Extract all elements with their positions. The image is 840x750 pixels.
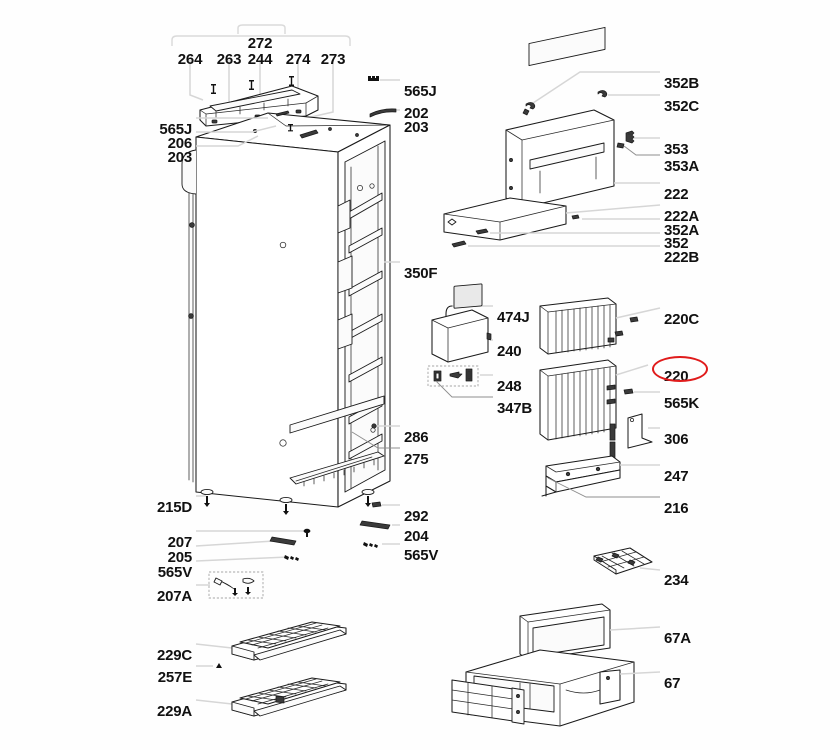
part-label-352A: 352A: [664, 222, 700, 239]
base-tray-222a: [443, 197, 661, 248]
base-grille: [289, 451, 385, 487]
control-box-assembly: [431, 283, 493, 363]
part-label-273: 273: [320, 51, 346, 68]
part-label-565V-mid: 565V: [404, 547, 439, 564]
part-label-222B: 222B: [664, 249, 700, 266]
interior-shelves: [337, 192, 383, 460]
drawer-front-67a: [519, 603, 661, 661]
part-label-207: 207: [167, 534, 193, 551]
part-label-474J: 474J: [497, 309, 530, 326]
cabinet-right-leaders: [351, 423, 400, 548]
part-label-202: 202: [404, 105, 429, 122]
part-label-216: 216: [664, 500, 689, 517]
condenser-grille-220: [539, 359, 660, 441]
part-label-67: 67: [664, 675, 681, 692]
part-label-347B: 347B: [497, 400, 533, 417]
hinge-fasteners: [522, 71, 660, 156]
detail-box-248: [427, 365, 493, 398]
part-label-229C: 229C: [156, 647, 192, 664]
door-panel-222: [505, 26, 660, 209]
part-label-264: 264: [177, 51, 203, 68]
part-label-204: 204: [404, 528, 429, 545]
part-label-203-left: 203: [167, 149, 193, 166]
part-label-234: 234: [664, 572, 689, 589]
part-label-67A: 67A: [664, 630, 691, 647]
part-label-306: 306: [664, 431, 689, 448]
part-label-229A: 229A: [156, 703, 192, 720]
part-label-203-mid: 203: [404, 119, 429, 136]
part-label-222: 222: [664, 186, 689, 203]
part-label-272: 272: [247, 35, 273, 52]
wire-shelf-229a: [231, 677, 347, 717]
part-label-247: 247: [664, 468, 689, 485]
part-label-286: 286: [404, 429, 429, 446]
part-label-263: 263: [216, 51, 242, 68]
part-label-292: 292: [404, 508, 429, 525]
center-small-parts: [368, 76, 400, 118]
part-label-274: 274: [285, 51, 311, 68]
part-label-206: 206: [167, 135, 193, 152]
part-label-248: 248: [497, 378, 522, 395]
condenser-grille-220c: [539, 297, 661, 355]
ice-tray-234: [593, 547, 661, 575]
part-label-352: 352: [664, 235, 689, 252]
part-label-565V-left: 565V: [157, 564, 192, 581]
part-label-215D: 215D: [156, 499, 192, 516]
shelf-clip-257e: [216, 663, 222, 668]
part-label-565J-top: 565J: [159, 121, 192, 138]
part-label-222A: 222A: [664, 208, 700, 225]
part-label-353A: 353A: [664, 158, 700, 175]
part-label-565J-mid: 565J: [404, 83, 437, 100]
part-label-350F: 350F: [404, 265, 438, 282]
part-label-207A: 207A: [156, 588, 192, 605]
base-fasteners: [200, 488, 375, 561]
part-label-240: 240: [497, 343, 522, 360]
part-label-353: 353: [664, 141, 689, 158]
part-label-565K: 565K: [664, 395, 700, 412]
part-label-275: 275: [404, 451, 429, 468]
part-label-220: 220: [664, 368, 689, 385]
part-label-352C: 352C: [664, 98, 700, 115]
top-group-bracket: [171, 24, 351, 46]
part-label-352B: 352B: [664, 75, 700, 92]
drawer-body-67: [451, 649, 661, 727]
part-label-244: 244: [247, 51, 273, 68]
part-label-220C: 220C: [664, 311, 700, 328]
wire-shelf-229c: [231, 621, 347, 661]
bracket-306: [609, 413, 660, 459]
part-label-257E: 257E: [157, 669, 192, 686]
part-label-205: 205: [167, 549, 193, 566]
bracket-shelf-247: [541, 455, 660, 498]
main-cabinet-body: [181, 112, 391, 508]
left-column-leaders: [195, 117, 304, 705]
detail-box-207a: [208, 571, 264, 599]
